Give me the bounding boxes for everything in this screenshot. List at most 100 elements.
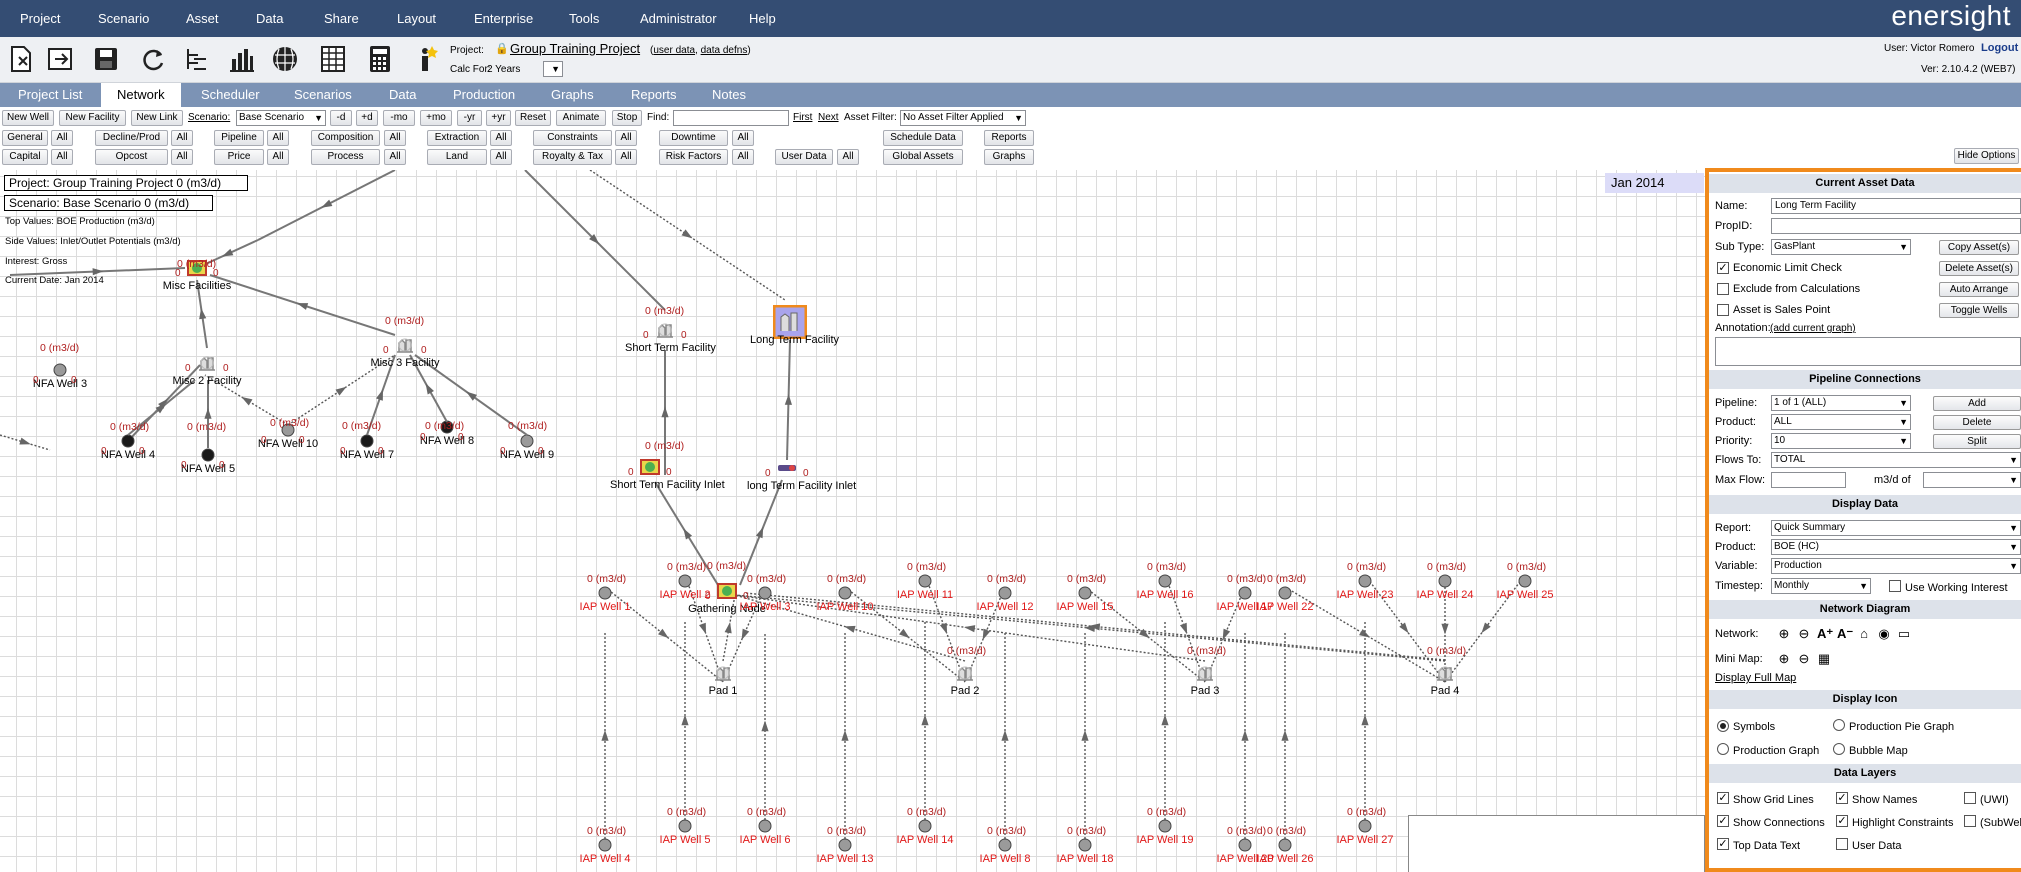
hide-options-button[interactable]: Hide Options bbox=[1954, 148, 2019, 164]
well-icon[interactable] bbox=[758, 819, 772, 833]
eye-icon[interactable]: ◉ bbox=[1878, 626, 1890, 641]
well-icon[interactable] bbox=[1078, 586, 1092, 600]
well-icon[interactable] bbox=[1078, 838, 1092, 852]
minimap-zoom-out-icon[interactable]: ⊖ bbox=[1798, 651, 1810, 666]
delete-assets-button[interactable]: Delete Asset(s) bbox=[1939, 261, 2019, 276]
home-icon[interactable]: ⌂ bbox=[1860, 626, 1868, 641]
misc-facilities-node[interactable] bbox=[186, 257, 208, 279]
timestep-select[interactable]: Monthly▼ bbox=[1771, 578, 1871, 594]
production-graph-radio[interactable] bbox=[1717, 743, 1729, 755]
sales-point-checkbox[interactable] bbox=[1717, 304, 1729, 316]
find-next-link[interactable]: Next bbox=[818, 112, 839, 123]
logout-link[interactable]: Logout bbox=[1981, 42, 2019, 54]
well-icon[interactable] bbox=[1438, 574, 1452, 588]
plus-year-button[interactable]: +yr bbox=[486, 110, 511, 126]
display-product-select[interactable]: BOE (HC)▼ bbox=[1771, 539, 2021, 555]
global-assets-button[interactable]: Global Assets bbox=[883, 149, 963, 165]
short-term-facility-node[interactable] bbox=[654, 319, 676, 341]
minimap-zoom-in-icon[interactable]: ⊕ bbox=[1778, 651, 1790, 666]
well-icon[interactable] bbox=[998, 586, 1012, 600]
long-term-facility-inlet-node[interactable] bbox=[776, 457, 798, 479]
calc-for-dropdown[interactable]: ▼ bbox=[543, 61, 563, 77]
menu-enterprise[interactable]: Enterprise bbox=[474, 11, 534, 26]
animate-button[interactable]: Animate bbox=[556, 110, 606, 126]
well-icon[interactable] bbox=[1278, 586, 1292, 600]
asset-filter-select[interactable]: No Asset Filter Applied▼ bbox=[900, 110, 1026, 126]
pad-4-node[interactable] bbox=[1434, 662, 1456, 684]
well-icon[interactable] bbox=[1358, 574, 1372, 588]
economic-limit-checkbox[interactable]: ✓ bbox=[1717, 262, 1729, 274]
spreadsheet-icon[interactable] bbox=[318, 43, 348, 75]
tree-icon[interactable] bbox=[182, 43, 212, 75]
menu-scenario[interactable]: Scenario bbox=[98, 11, 150, 26]
pie-graph-radio[interactable] bbox=[1833, 719, 1845, 731]
font-decrease-icon[interactable]: A⁻ bbox=[1837, 626, 1854, 641]
well-icon[interactable] bbox=[1158, 819, 1172, 833]
tab-network[interactable]: Network bbox=[101, 83, 181, 107]
general-button[interactable]: General bbox=[2, 130, 48, 146]
toggle-wells-button[interactable]: Toggle Wells bbox=[1939, 303, 2019, 318]
scenario-link[interactable]: Scenario: bbox=[188, 112, 231, 123]
pipeline-connection[interactable] bbox=[744, 592, 1446, 661]
reports-button[interactable]: Reports bbox=[984, 130, 1034, 146]
extraction-all-button[interactable]: All bbox=[490, 130, 512, 146]
max-flow-input[interactable] bbox=[1771, 472, 1846, 488]
menu-asset[interactable]: Asset bbox=[186, 11, 219, 26]
well-icon[interactable] bbox=[838, 838, 852, 852]
zoom-in-icon[interactable]: ⊕ bbox=[1778, 626, 1790, 641]
process-button[interactable]: Process bbox=[311, 149, 380, 165]
symbols-radio[interactable] bbox=[1717, 720, 1729, 732]
uwi-checkbox[interactable] bbox=[1964, 792, 1976, 804]
grid-lines-checkbox[interactable]: ✓ bbox=[1717, 792, 1729, 804]
well-icon[interactable] bbox=[1238, 838, 1252, 852]
display-full-map-link[interactable]: Display Full Map bbox=[1715, 672, 1797, 684]
process-all-button[interactable]: All bbox=[384, 149, 406, 165]
split-button[interactable]: Split bbox=[1933, 434, 2021, 449]
short-term-facility-inlet-node[interactable] bbox=[639, 456, 661, 478]
add-pipeline-button[interactable]: Add bbox=[1933, 396, 2021, 411]
working-interest-checkbox[interactable] bbox=[1889, 580, 1901, 592]
well-icon[interactable] bbox=[918, 819, 932, 833]
royalty-all-button[interactable]: All bbox=[615, 149, 637, 165]
royalty-tax-button[interactable]: Royalty & Tax bbox=[533, 149, 612, 165]
priority-select[interactable]: 10▼ bbox=[1771, 433, 1911, 449]
schedule-data-button[interactable]: Schedule Data bbox=[883, 130, 963, 146]
minimap-overlay[interactable] bbox=[1408, 815, 1705, 872]
data-defns-link[interactable]: data defns bbox=[700, 45, 748, 56]
pipeline-connection[interactable] bbox=[1204, 586, 1246, 683]
pad-3-node[interactable] bbox=[1194, 662, 1216, 684]
capital-all-button[interactable]: All bbox=[51, 149, 73, 165]
user-data-all-button[interactable]: All bbox=[837, 149, 859, 165]
misc-2-facility-node[interactable] bbox=[196, 352, 218, 374]
minus-year-button[interactable]: -yr bbox=[457, 110, 482, 126]
max-flow-product-select[interactable]: ▼ bbox=[1923, 472, 2021, 488]
well-icon[interactable] bbox=[838, 586, 852, 600]
exclude-calc-checkbox[interactable] bbox=[1717, 283, 1729, 295]
price-button[interactable]: Price bbox=[214, 149, 264, 165]
capital-button[interactable]: Capital bbox=[2, 149, 48, 165]
pad-1-node[interactable] bbox=[712, 662, 734, 684]
well-icon[interactable] bbox=[1278, 838, 1292, 852]
risk-factors-button[interactable]: Risk Factors bbox=[659, 149, 728, 165]
composition-all-button[interactable]: All bbox=[384, 130, 406, 146]
plus-month-button[interactable]: +mo bbox=[420, 110, 452, 126]
annotation-textarea[interactable] bbox=[1715, 337, 2021, 366]
well-icon[interactable] bbox=[598, 838, 612, 852]
subwell-checkbox[interactable] bbox=[1964, 815, 1976, 827]
subtype-select[interactable]: GasPlant▼ bbox=[1771, 239, 1911, 255]
report-select[interactable]: Quick Summary▼ bbox=[1771, 520, 2021, 536]
delete-pipeline-button[interactable]: Delete bbox=[1933, 415, 2021, 430]
globe-icon[interactable] bbox=[270, 43, 300, 75]
minus-day-button[interactable]: -d bbox=[330, 110, 352, 126]
add-current-graph-link[interactable]: (add current graph) bbox=[1770, 323, 1856, 334]
opcost-button[interactable]: Opcost bbox=[95, 149, 168, 165]
font-increase-icon[interactable]: A⁺ bbox=[1817, 626, 1834, 641]
land-button[interactable]: Land bbox=[427, 149, 487, 165]
menu-layout[interactable]: Layout bbox=[397, 11, 437, 26]
menu-project[interactable]: Project bbox=[20, 11, 61, 26]
project-name-link[interactable]: Group Training Project bbox=[510, 41, 641, 56]
save-icon[interactable] bbox=[91, 43, 121, 75]
bar-chart-icon[interactable] bbox=[226, 43, 256, 75]
scenario-select[interactable]: Base Scenario▼ bbox=[236, 110, 326, 126]
show-names-checkbox[interactable]: ✓ bbox=[1836, 792, 1848, 804]
